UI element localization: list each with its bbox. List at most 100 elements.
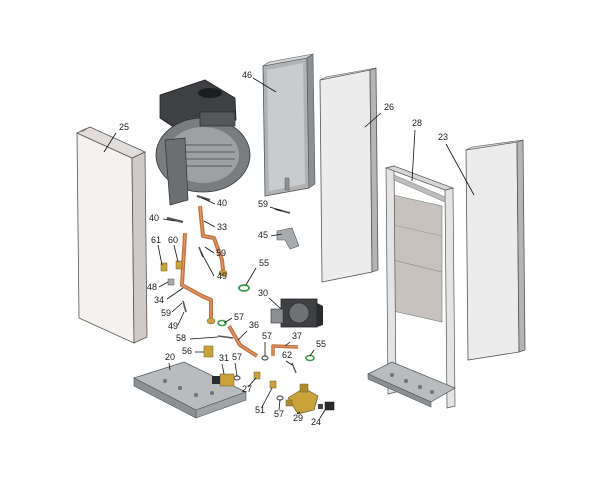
sensor-probe-1 xyxy=(196,194,211,202)
callout-51: 51 xyxy=(255,387,273,415)
part-number: 58 xyxy=(176,333,186,343)
part-number: 55 xyxy=(316,339,326,349)
callout-37: 37 xyxy=(284,331,302,347)
part-number: 40 xyxy=(217,198,227,208)
callout-29: 29 xyxy=(293,411,303,423)
leader-line xyxy=(204,246,215,254)
part-number: 33 xyxy=(217,222,227,232)
callout-57: 57 xyxy=(274,399,284,419)
part-number: 57 xyxy=(262,331,272,341)
o-ring-57d xyxy=(276,395,284,401)
callout-33: 33 xyxy=(203,220,227,232)
copper-pipe-37 xyxy=(271,344,299,356)
leader-line xyxy=(284,341,291,347)
callout-24: 24 xyxy=(311,409,326,427)
part-number: 61 xyxy=(151,235,161,245)
expansion-tank xyxy=(262,53,316,197)
hydraulic-block xyxy=(285,383,319,415)
callout-48: 48 xyxy=(147,281,169,292)
leader-line xyxy=(269,206,283,212)
leader-line xyxy=(189,336,219,340)
leader-line xyxy=(157,244,163,266)
part-number: 57 xyxy=(232,352,242,362)
side-panel xyxy=(319,67,379,283)
part-number: 37 xyxy=(292,331,302,341)
leader-line xyxy=(171,302,183,313)
part-number: 24 xyxy=(311,417,321,427)
leader-line xyxy=(200,251,215,277)
copper-pipe-34 xyxy=(180,232,216,325)
callout-25: 25 xyxy=(103,122,129,153)
callout-31: 31 xyxy=(219,353,229,375)
callout-59: 59 xyxy=(258,199,283,212)
leader-line xyxy=(245,267,257,286)
part-number: 55 xyxy=(259,258,269,268)
part-number: 59 xyxy=(216,248,226,258)
part-number: 62 xyxy=(282,350,292,360)
leader-line xyxy=(445,143,475,196)
leader-line xyxy=(296,411,301,415)
part-number: 36 xyxy=(249,320,259,330)
frame xyxy=(367,165,456,409)
leader-line xyxy=(237,330,248,341)
callout-45: 45 xyxy=(258,230,283,240)
o-ring-57c xyxy=(233,375,241,381)
valve-56 xyxy=(203,345,214,358)
part-number: 23 xyxy=(438,132,448,142)
callout-20: 20 xyxy=(165,352,175,371)
o-ring-57b xyxy=(261,355,269,361)
front-panel-left xyxy=(76,126,148,344)
copper-pipe-36 xyxy=(227,324,259,358)
callout-57: 57 xyxy=(232,352,242,377)
part-number: 20 xyxy=(165,352,175,362)
o-ring-57a xyxy=(217,319,227,327)
callout-36: 36 xyxy=(237,320,259,341)
callout-62: 62 xyxy=(282,350,293,366)
leader-line xyxy=(261,387,273,408)
callout-49: 49 xyxy=(200,251,227,281)
sensor-probe-2 xyxy=(166,216,184,224)
callout-28: 28 xyxy=(411,118,422,182)
callout-27: 27 xyxy=(242,377,257,394)
part-number: 59 xyxy=(161,308,171,318)
fitting-27 xyxy=(253,371,261,380)
clip-49b xyxy=(182,300,187,313)
leader-line xyxy=(223,317,233,324)
part-number: 49 xyxy=(168,321,178,331)
callout-55: 55 xyxy=(245,258,269,286)
callout-46: 46 xyxy=(242,70,277,93)
leader-line xyxy=(168,362,171,371)
o-ring-55b xyxy=(305,354,315,362)
valve-31 xyxy=(212,373,235,387)
callout-59: 59 xyxy=(204,246,226,258)
callout-34: 34 xyxy=(154,287,184,305)
o-ring-55a xyxy=(238,284,250,292)
leader-line xyxy=(268,297,282,310)
leader-line xyxy=(201,197,216,205)
part-number: 49 xyxy=(217,271,227,281)
callout-30: 30 xyxy=(258,288,282,310)
callout-57: 57 xyxy=(262,331,272,356)
leader-line xyxy=(221,363,225,375)
part-number: 51 xyxy=(255,405,265,415)
callout-60: 60 xyxy=(168,235,179,263)
leader-line xyxy=(173,244,179,263)
callout-57: 57 xyxy=(223,312,244,324)
part-number: 34 xyxy=(154,295,164,305)
leader-line xyxy=(270,233,283,237)
part-number: 29 xyxy=(293,413,303,423)
fitting-48 xyxy=(167,278,175,286)
callout-61: 61 xyxy=(151,235,163,266)
fitting-51 xyxy=(269,380,277,389)
callout-55: 55 xyxy=(309,339,326,357)
callout-59: 59 xyxy=(161,302,183,318)
part-number: 59 xyxy=(258,199,268,209)
part-number: 27 xyxy=(242,384,252,394)
fitting-60 xyxy=(175,260,183,270)
leader-line xyxy=(319,409,326,419)
leader-line xyxy=(158,281,169,288)
leader-line xyxy=(411,129,416,182)
leader-line xyxy=(103,132,117,153)
